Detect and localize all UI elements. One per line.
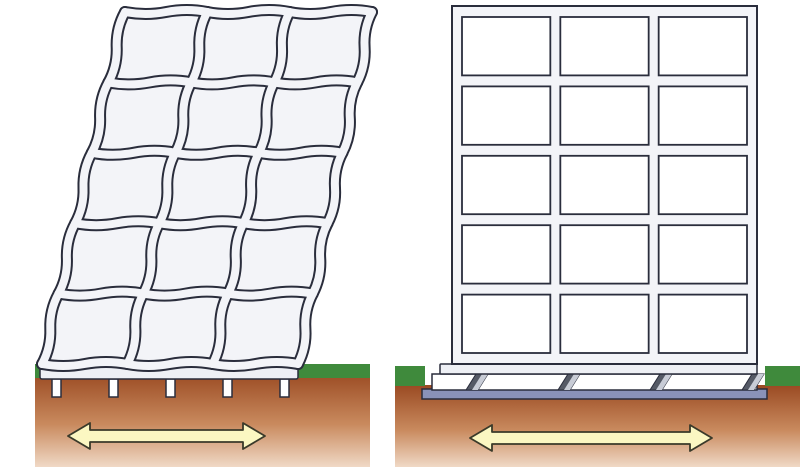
window-panel xyxy=(559,154,650,216)
foundation-pier xyxy=(51,378,62,398)
foundation-pier xyxy=(108,378,119,398)
frame-member xyxy=(104,76,196,89)
frame-member xyxy=(123,358,217,370)
frame-member xyxy=(270,8,294,87)
frame-member xyxy=(224,219,248,298)
window-panel xyxy=(461,154,552,216)
frame-member xyxy=(239,217,332,230)
window-panel xyxy=(559,16,650,77)
isolator-highlight xyxy=(564,374,580,390)
window-panel xyxy=(559,85,650,146)
frame-member xyxy=(87,146,180,159)
frame-member xyxy=(155,148,180,228)
frame-member xyxy=(139,287,233,300)
fixed-base-panel xyxy=(35,4,378,467)
frame-member xyxy=(139,219,164,298)
frame-member xyxy=(171,146,263,159)
deformed-building-frame xyxy=(36,4,378,372)
window-panel xyxy=(559,293,650,354)
right-base-plate xyxy=(439,363,758,375)
frame-member xyxy=(323,148,347,228)
frame-member xyxy=(54,287,148,300)
window-panel xyxy=(461,85,552,146)
frame-member xyxy=(54,219,80,298)
frame-member xyxy=(208,289,233,368)
frame-member xyxy=(187,8,212,87)
left-ground-motion-arrow xyxy=(67,422,266,450)
window-panel xyxy=(657,154,748,216)
base-isolator xyxy=(741,373,765,391)
frame-member xyxy=(71,148,96,228)
frame-member xyxy=(123,289,148,368)
window-panel xyxy=(461,293,552,354)
frame-member xyxy=(38,289,63,368)
right-grass-right xyxy=(765,366,800,386)
window-panel xyxy=(657,224,748,285)
frame-member xyxy=(87,78,113,157)
frame-member xyxy=(171,78,196,157)
right-ground-motion-arrow xyxy=(469,424,713,452)
frame-member xyxy=(338,78,362,157)
rigid-building-frame xyxy=(451,5,758,365)
frame-member xyxy=(353,8,376,87)
frame-member xyxy=(254,78,279,157)
window-panel xyxy=(461,16,552,77)
window-panel xyxy=(657,85,748,146)
frame-member xyxy=(104,8,129,87)
frame-member xyxy=(308,219,332,298)
frame-member xyxy=(208,358,302,370)
isolator-highlight xyxy=(472,374,488,390)
frame-member xyxy=(71,217,164,230)
frame-member xyxy=(155,217,248,230)
frame-member xyxy=(270,76,362,89)
frame-member xyxy=(121,6,212,18)
window-panel xyxy=(657,293,748,354)
double-headed-arrow xyxy=(67,422,266,450)
foundation-pier xyxy=(165,378,176,398)
frame-member xyxy=(254,146,347,159)
frame-member xyxy=(239,148,263,228)
base-isolated-panel xyxy=(395,5,800,467)
left-soil xyxy=(35,372,370,467)
frame-member xyxy=(187,76,279,89)
window-panel xyxy=(657,16,748,77)
frame-member xyxy=(294,289,317,368)
double-headed-arrow xyxy=(469,424,713,452)
frame-member xyxy=(203,6,294,18)
window-panel xyxy=(461,224,552,285)
right-grass-left xyxy=(395,366,425,386)
frame-body xyxy=(42,12,372,364)
foundation-pier xyxy=(222,378,233,398)
frame-member xyxy=(224,287,317,300)
isolator-highlight xyxy=(656,374,672,390)
frame-member xyxy=(38,358,132,370)
frame-member xyxy=(285,6,376,18)
foundation-pier xyxy=(279,378,290,398)
isolator-highlight xyxy=(748,374,764,390)
window-panel xyxy=(559,224,650,285)
